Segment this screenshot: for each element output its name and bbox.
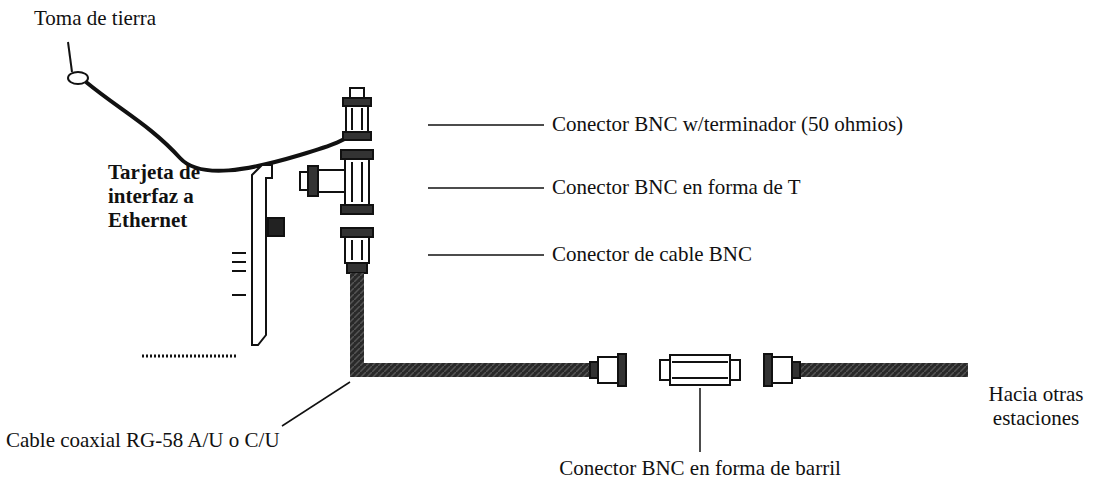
t-connector-label: Conector BNC en forma de T [552,175,801,199]
barrel-label: Conector BNC en forma de barril [559,456,841,480]
ground-wire [68,42,356,171]
coaxial-cable-far [800,363,968,377]
leader-lines [282,125,700,452]
cable-connector-label: Conector de cable BNC [552,242,752,266]
terminator-label: Conector BNC w/terminador (50 ohmios) [552,112,903,136]
bnc-t-connector [300,150,373,214]
ground-label: Toma de tierra [34,6,156,30]
bnc-terminator [343,88,371,140]
card-label: Tarjeta de interfaz a Ethernet [108,160,226,232]
bnc-cable-connector [341,228,373,273]
cable-label: Cable coaxial RG-58 A/U o C/U [6,428,280,452]
bnc-barrel-set [590,354,800,386]
coaxial-cable [357,273,590,370]
destination-label: Hacia otras estaciones [976,382,1096,430]
